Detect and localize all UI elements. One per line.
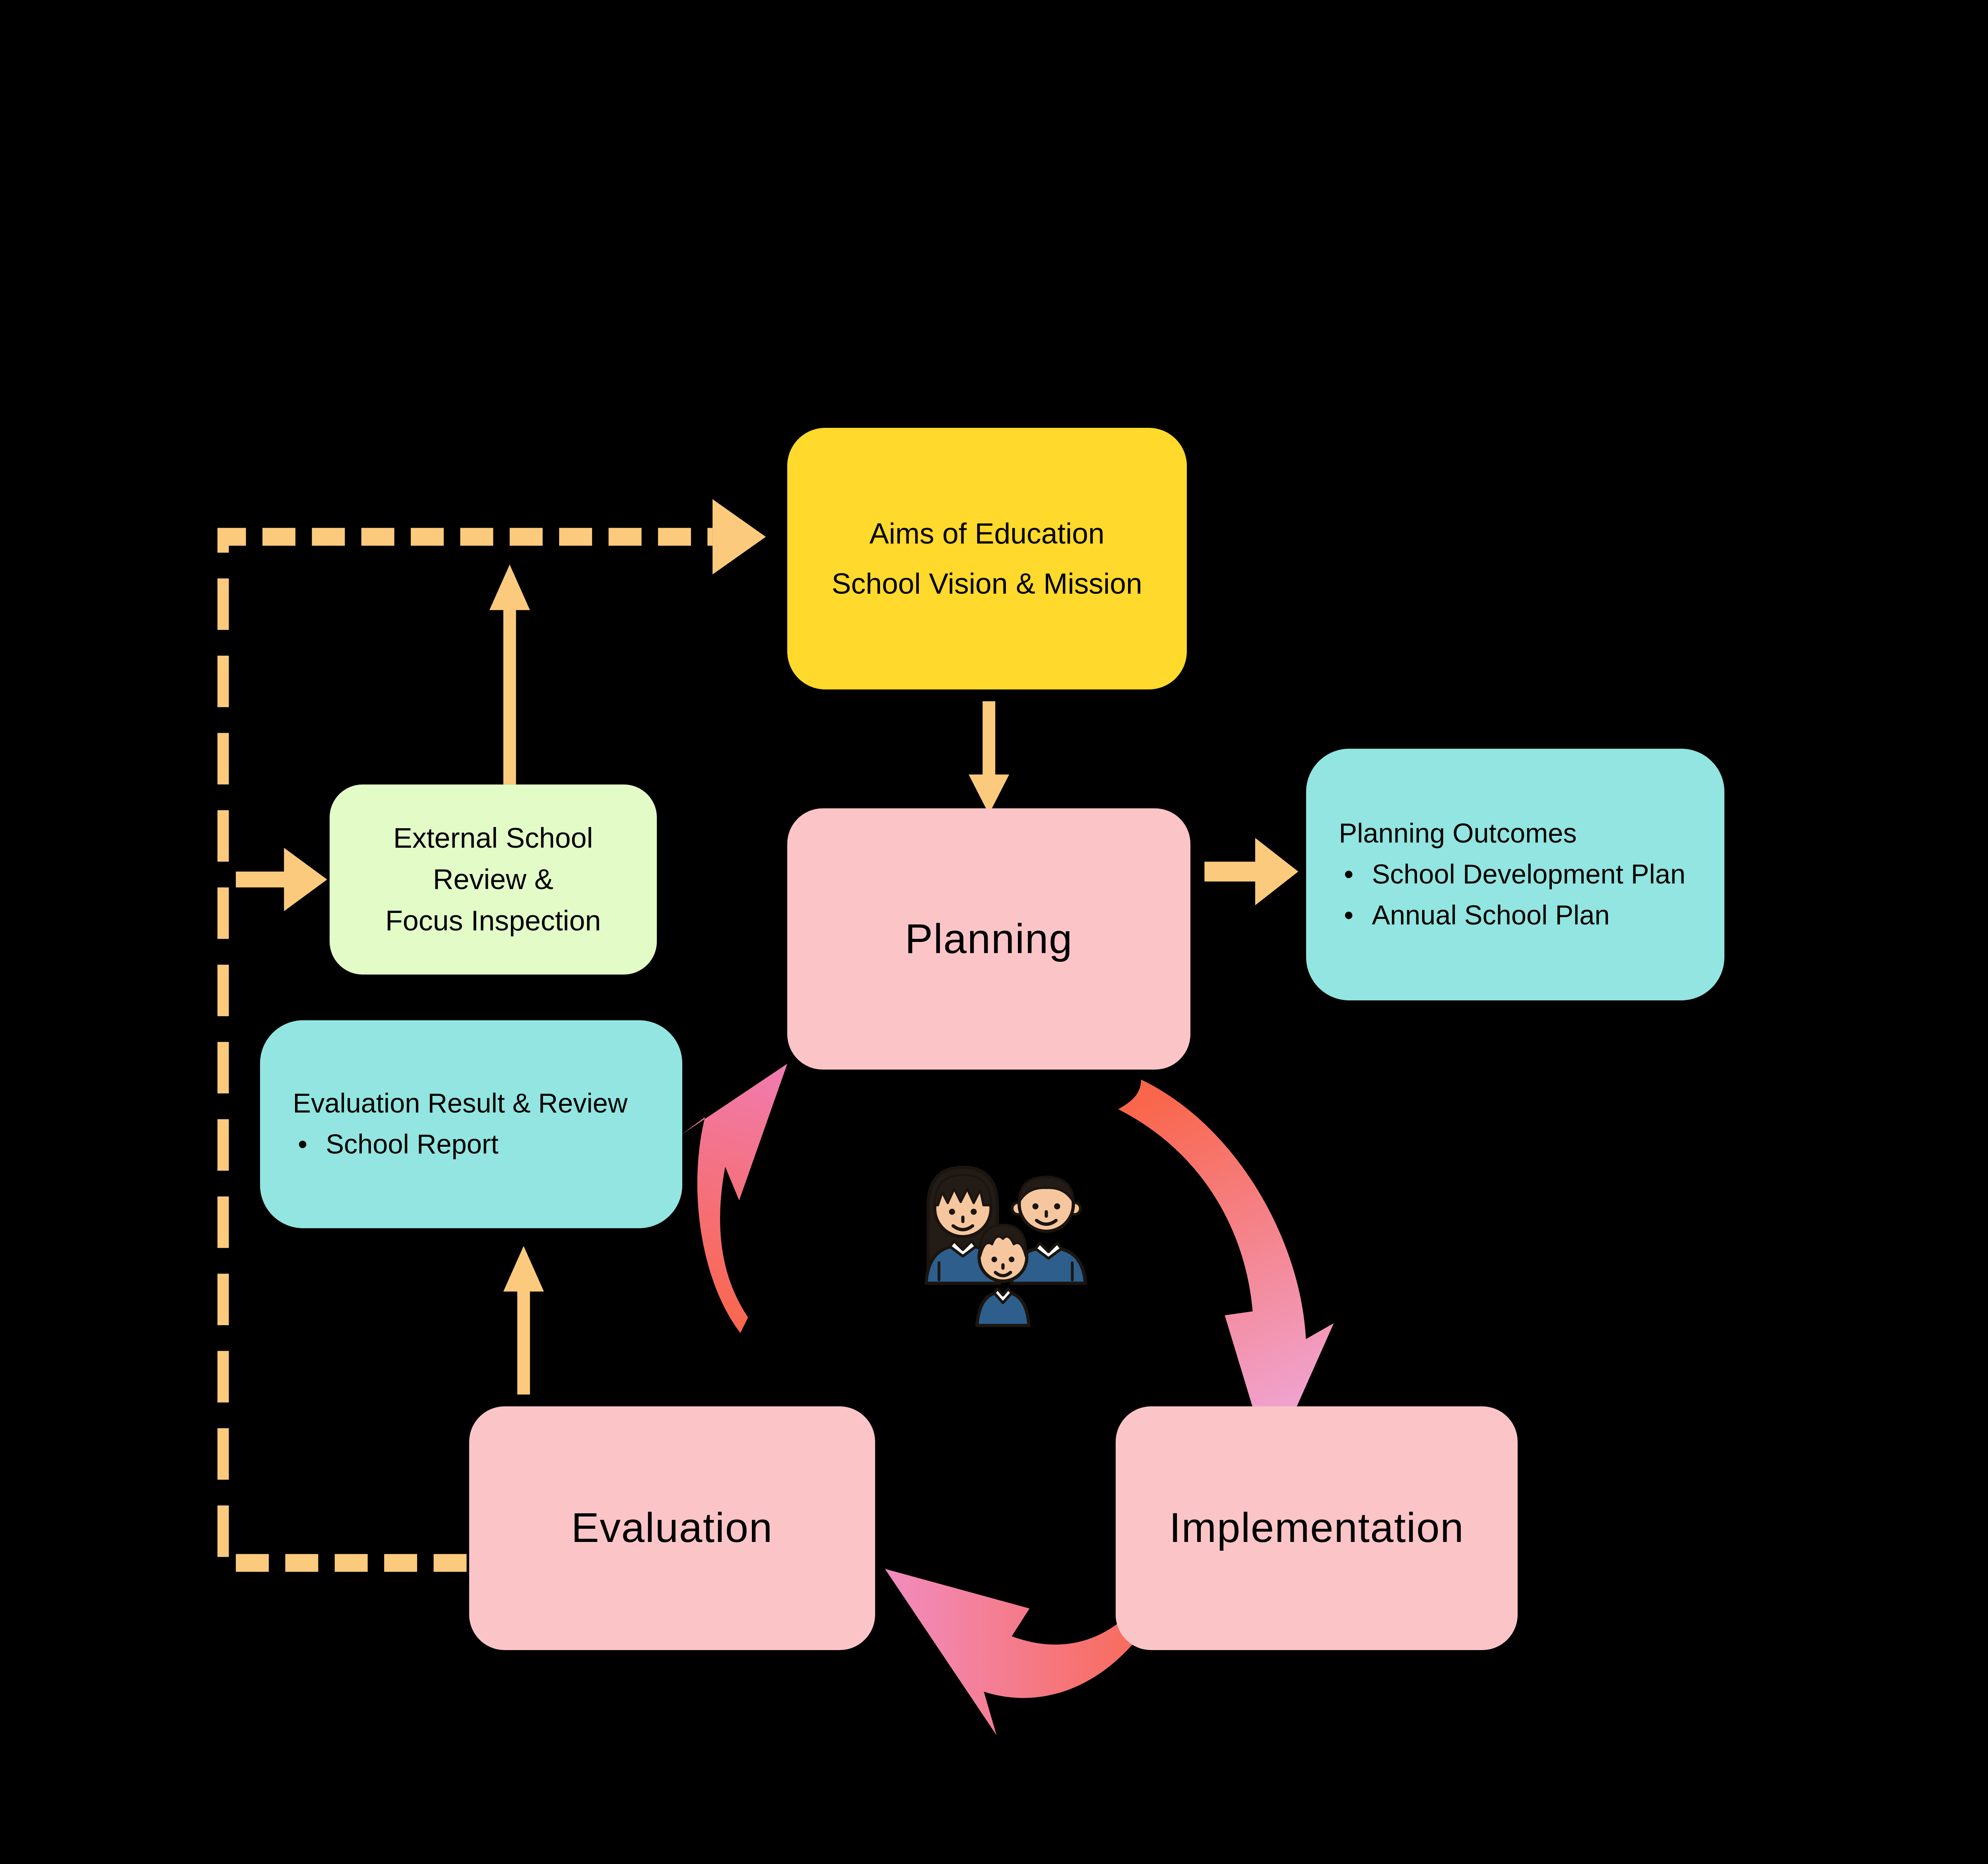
arrow-review-to-feedback-icon — [489, 564, 530, 784]
planning-outcomes-list: School Development Plan Annual School Pl… — [1339, 854, 1685, 936]
student-girl — [924, 1165, 1002, 1285]
aims-line-1: Aims of Education — [869, 517, 1105, 550]
node-planning-outcomes: Planning Outcomes School Development Pla… — [1306, 749, 1724, 1001]
review-line-1: External School — [393, 822, 593, 854]
arrow-planning-to-outcomes-icon — [1204, 838, 1299, 905]
students-icon — [895, 1091, 1111, 1384]
implementation-label: Implementation — [1169, 1505, 1464, 1551]
student-boy — [1010, 1175, 1087, 1285]
arrow-feedback-to-review-icon — [236, 848, 327, 911]
review-line-3: Focus Inspection — [385, 905, 601, 937]
list-item: School Report — [293, 1124, 499, 1165]
evaluation-result-title: Evaluation Result & Review — [293, 1088, 628, 1119]
evaluation-result-list: School Report — [293, 1124, 499, 1165]
node-evaluation-result: Evaluation Result & Review School Report — [260, 1020, 682, 1228]
review-line-2: Review & — [433, 863, 553, 895]
node-external-school-review: External School Review & Focus Inspectio… — [330, 784, 657, 975]
cycle-arrow-evaluation-to-planning-icon — [681, 1064, 788, 1333]
node-evaluation: Evaluation — [469, 1406, 875, 1650]
dashed-feedback-line — [217, 528, 713, 1572]
planning-label: Planning — [905, 915, 1073, 962]
dashed-arrowhead-to-aims-icon — [712, 499, 766, 575]
cycle-arrow-implementation-to-evaluation-icon — [885, 1565, 1179, 1736]
list-item: School Development Plan — [1339, 854, 1685, 895]
node-implementation: Implementation — [1116, 1406, 1518, 1650]
planning-outcomes-title: Planning Outcomes — [1339, 818, 1577, 849]
cycle-arrow-planning-to-implementation-icon — [1118, 1080, 1334, 1466]
arrow-aims-to-planning-icon — [969, 701, 1010, 814]
student-child — [975, 1223, 1031, 1327]
node-aims-of-education: Aims of Education School Vision & Missio… — [787, 427, 1187, 689]
node-planning: Planning — [787, 808, 1190, 1070]
arrow-evaluation-to-result-icon — [503, 1246, 544, 1395]
evaluation-label: Evaluation — [571, 1505, 773, 1551]
list-item: Annual School Plan — [1339, 895, 1685, 936]
aims-line-2: School Vision & Mission — [831, 567, 1142, 600]
